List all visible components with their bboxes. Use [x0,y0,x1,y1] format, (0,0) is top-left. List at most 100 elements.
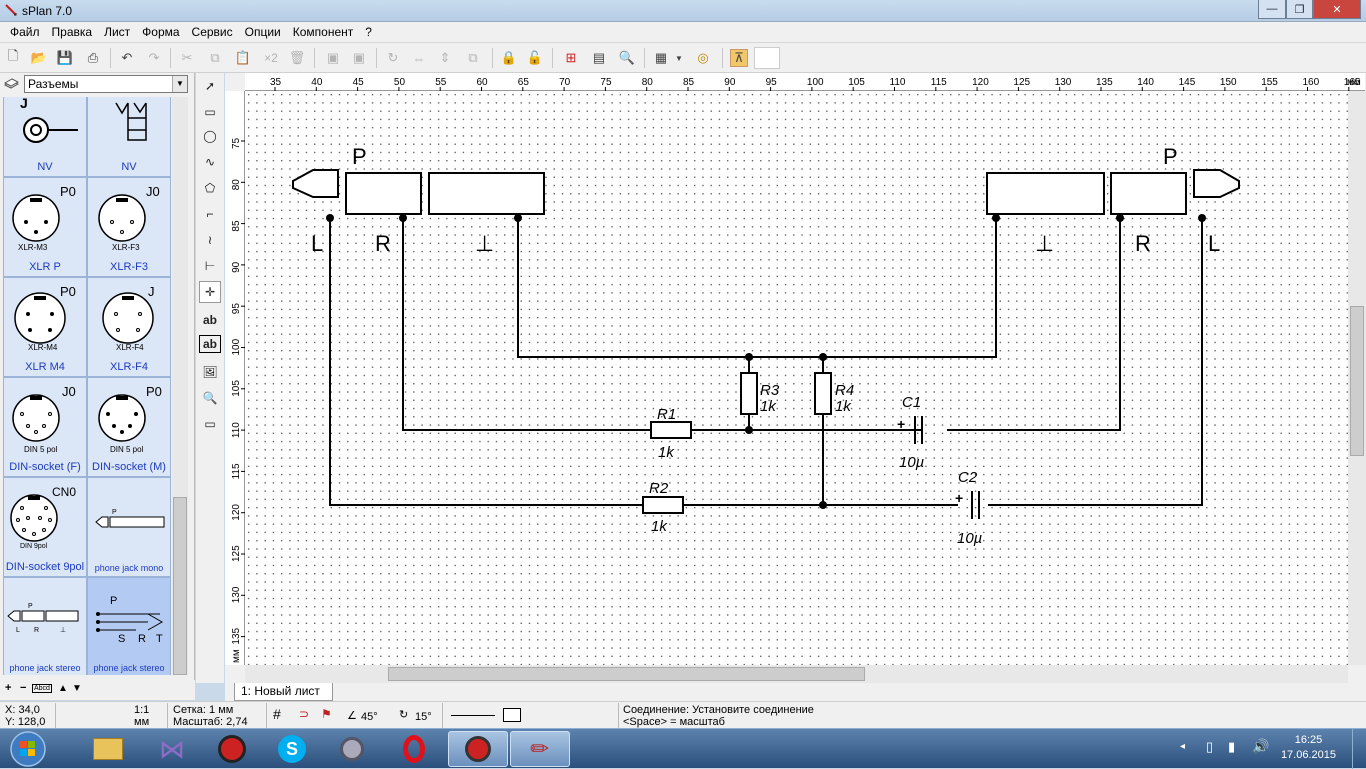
scroll-thumb[interactable] [388,667,865,681]
measure-icon[interactable]: ▭ [204,417,216,431]
select-arrow-icon[interactable]: ➚ [204,79,216,93]
bezier-icon[interactable]: ∿ [204,155,216,169]
component-din-socket-m[interactable]: P0 DIN 5 pol DIN-socket (M) [87,377,171,477]
skype-taskbar-icon[interactable]: S [262,731,322,767]
copy-icon[interactable]: ⧉ [210,50,220,65]
component-nv-jack[interactable]: J NV [3,97,87,177]
component-xlr-f4[interactable]: J XLR-F4 XLR-F4 [87,277,171,377]
volume-icon[interactable]: 🔊 [1252,738,1270,754]
mirror-h-icon[interactable]: ⇔ [412,50,426,66]
splan-taskbar-icon[interactable]: ✎ [510,731,570,767]
menu-sheet[interactable]: Лист [104,25,131,39]
horizontal-scrollbar[interactable] [245,665,1348,683]
properties-icon[interactable]: ▤ [592,50,606,65]
text-library-button[interactable]: Abcd [32,684,52,693]
explorer-taskbar-icon[interactable] [78,731,138,767]
snap-icon[interactable]: ⚑ [321,707,332,721]
component-xlr-f3[interactable]: J0 XLR-F3 XLR-F3 [87,177,171,277]
line-style[interactable] [451,715,495,716]
start-button[interactable] [8,730,48,768]
scroll-thumb[interactable] [1350,306,1364,456]
grid-toggle-icon[interactable]: # [273,706,281,722]
library-select[interactable]: Разъемы ▼ [24,75,188,93]
zoom-icon[interactable]: ◎ [697,50,709,65]
component-phone-jack-mono[interactable]: P phone jack mono [87,477,171,577]
menu-service[interactable]: Сервис [191,25,233,39]
device-icon[interactable]: ▯ [1206,739,1214,754]
tray-expand-icon[interactable]: ◂ [1180,741,1186,752]
vertical-scrollbar[interactable] [1348,91,1366,665]
visual-studio-taskbar-icon[interactable]: ⋈ [159,733,185,764]
image-icon[interactable]: 🖼 [202,365,218,379]
print-icon[interactable]: ⎙ [87,50,99,65]
maximize-button[interactable]: ❐ [1286,0,1313,19]
add-library-button[interactable]: + [5,682,12,694]
chevron-down-icon[interactable]: ▼ [172,76,187,92]
menu-help[interactable]: ? [365,25,372,39]
zoom-icon[interactable]: 🔍 [202,391,218,405]
to-back-icon[interactable]: ▣ [352,50,366,65]
minimize-button[interactable]: — [1258,0,1286,19]
show-desktop-button[interactable] [1352,729,1366,769]
component-din-socket-9pol[interactable]: CN0 DIN 9pol DIN-socket 9pol [3,477,87,577]
opera-taskbar-icon[interactable] [384,731,444,767]
new-file-icon[interactable]: 🗋 [7,48,19,63]
menu-options[interactable]: Опции [244,25,281,39]
grid-icon[interactable]: ▦ [654,50,668,65]
ellipse-icon[interactable]: ◯ [203,129,217,143]
open-folder-icon[interactable]: 📂 [30,50,48,65]
polyline-icon[interactable]: ⌐ [206,207,214,221]
component-xlr-m4[interactable]: P0 XLR-M4 XLR M4 [3,277,87,377]
component-nv-plug[interactable]: NV [87,97,171,177]
unlock-icon[interactable]: 🔓 [526,50,544,65]
paste-icon[interactable]: 📋 [234,50,252,65]
library-scrollbar[interactable] [172,97,188,675]
undo-icon[interactable]: ↶ [121,50,133,65]
to-front-icon[interactable]: ▣ [326,50,340,65]
textbox-icon[interactable]: ab [199,335,221,353]
cut-icon[interactable]: ✂ [181,50,193,65]
menu-edit[interactable]: Правка [51,25,93,39]
chevron-down-icon[interactable]: ▼ [675,53,683,63]
fill-style[interactable] [503,708,521,722]
color-swatch[interactable] [754,47,780,69]
component-xlr-m3[interactable]: P0 XLR-M3 XLR P [3,177,87,277]
app-taskbar-icon[interactable] [202,731,262,767]
mail-taskbar-icon[interactable] [448,731,508,767]
color-icon[interactable]: ⊼ [730,49,748,67]
scroll-thumb[interactable] [173,497,187,675]
mirror-v-icon[interactable]: ⇕ [439,50,451,65]
schematic-svg[interactable]: P L R ⊥ P L R ⊥ R1 1k R2 1k R3 1k R4 1k … [245,91,1348,665]
webcam-taskbar-icon[interactable] [322,731,382,767]
rectangle-icon[interactable]: ▭ [204,105,216,119]
signal-icon[interactable]: ▮ [1228,739,1236,754]
magnet-icon[interactable]: ⊃ [299,707,310,721]
redo-icon[interactable]: ↷ [148,50,160,65]
connection-icon[interactable]: ✛ [199,281,221,303]
delete-icon[interactable]: 🗑 [288,50,306,65]
angle-step-1[interactable]: 45° [361,711,378,723]
menu-component[interactable]: Компонент [292,25,354,39]
close-button[interactable]: ✕ [1313,0,1361,19]
menu-shape[interactable]: Форма [142,25,180,39]
search-icon[interactable]: 🔍 [618,50,636,65]
group-icon[interactable]: ⧉ [468,50,478,65]
move-down-button[interactable]: ▼ [72,683,82,694]
schematic-canvas[interactable]: P L R ⊥ P L R ⊥ R1 1k R2 1k R3 1k R4 1k … [245,91,1348,665]
text-icon[interactable]: ab [202,313,217,327]
polygon-icon[interactable]: ⬠ [204,181,216,195]
angle-step-2[interactable]: 15° [415,711,432,723]
lock-icon[interactable]: 🔒 [500,50,518,65]
component-din-socket-f[interactable]: J0 DIN 5 pol DIN-socket (F) [3,377,87,477]
move-up-button[interactable]: ▲ [58,683,68,694]
clock[interactable]: 16:25 17.06.2015 [1281,733,1336,763]
rotate-icon[interactable]: ↻ [387,50,399,65]
remove-library-button[interactable]: − [20,682,27,694]
parts-list-icon[interactable]: ⊞ [565,50,577,65]
curve-icon[interactable]: ≀ [207,233,213,247]
tab-sheet-1[interactable]: 1: Новый лист [234,683,333,701]
save-icon[interactable]: 💾 [56,50,74,65]
duplicate-button[interactable]: ×2 [264,51,278,65]
